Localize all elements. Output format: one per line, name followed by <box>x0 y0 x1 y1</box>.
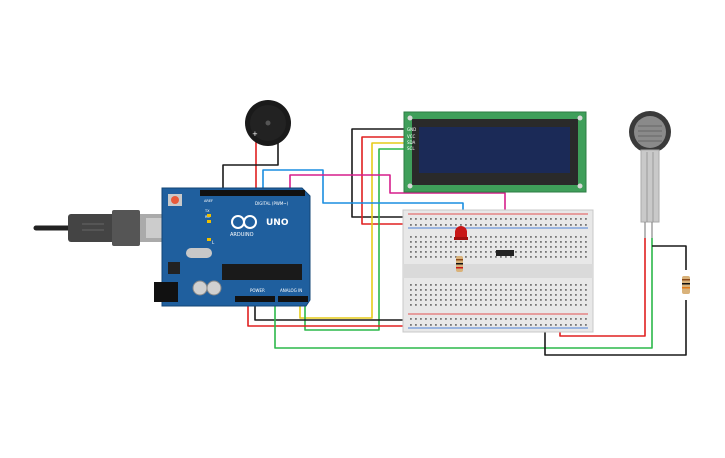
usb-cable[interactable] <box>33 210 170 246</box>
wire-5v-red[interactable] <box>247 305 405 327</box>
transistor[interactable] <box>496 250 514 256</box>
lcd-pin-sda: SDA <box>407 140 416 145</box>
lcd-pin-vcc: VCC <box>407 134 416 139</box>
svg-text:+: + <box>252 130 258 138</box>
analog-label: ANALOG IN <box>280 288 302 293</box>
arduino-logo <box>231 215 257 229</box>
arduino-model: UNO <box>266 218 289 228</box>
wire-lcd-sda[interactable] <box>299 142 405 319</box>
wire-lcd-scl[interactable] <box>304 148 405 331</box>
wire-magenta[interactable] <box>289 174 506 250</box>
led-resistor[interactable] <box>456 256 463 272</box>
power-label: POWER <box>250 288 265 293</box>
arduino-uno-board[interactable]: ARDUINO UNO DIGITAL (PWM~) POWER ANALOG … <box>154 187 311 307</box>
force-sensor[interactable] <box>629 111 671 238</box>
sensor-resistor[interactable] <box>682 276 690 294</box>
lcd-pin-scl: SCL <box>407 146 415 151</box>
breadboard[interactable] <box>402 209 594 333</box>
reset-button[interactable] <box>171 196 179 204</box>
wire-resistor-black[interactable] <box>544 300 687 356</box>
wire-a0-green[interactable] <box>274 238 653 349</box>
tx-label: TX <box>204 209 210 213</box>
red-led[interactable] <box>454 226 468 240</box>
arduino-brand: ARDUINO <box>230 232 254 238</box>
wires <box>222 128 687 356</box>
wire-resistor-top[interactable] <box>652 245 687 270</box>
wire-gnd-black[interactable] <box>254 305 405 321</box>
wire-lcd-vcc[interactable] <box>361 136 405 225</box>
lcd-screen <box>419 127 570 173</box>
breadboard-holes <box>410 218 587 326</box>
wire-blue[interactable] <box>262 169 464 232</box>
l-label: L <box>212 240 215 245</box>
digital-label: DIGITAL (PWM~) <box>255 201 289 206</box>
wire-buzzer-black[interactable] <box>222 140 279 192</box>
power-jack <box>154 282 178 302</box>
lcd-pin-gnd: GND <box>407 127 416 132</box>
piezo-buzzer[interactable]: + <box>245 100 291 146</box>
aref-label: AREF <box>204 199 213 203</box>
lcd-16x2[interactable]: GND VCC SDA SCL <box>403 111 587 193</box>
atmega-chip <box>222 264 302 280</box>
